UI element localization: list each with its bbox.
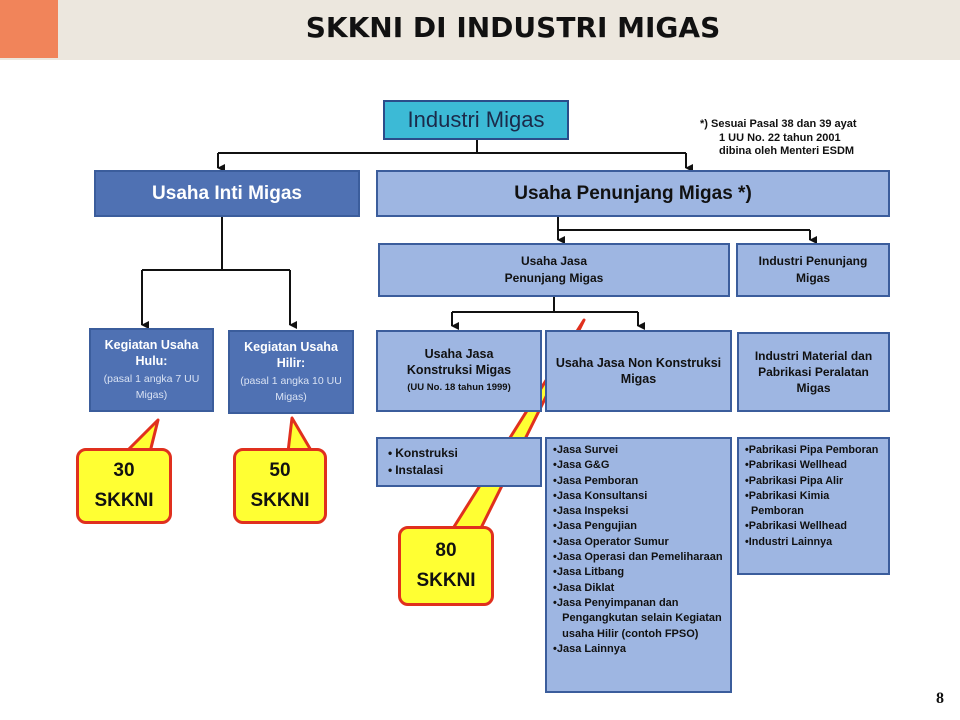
footnote-line: 1 UU No. 22 tahun 2001: [719, 131, 841, 144]
list-item: •Jasa G&G: [553, 459, 610, 472]
page-number: 8: [936, 690, 944, 707]
list-item: •Jasa Pemboran: [553, 474, 639, 487]
node-label: Kegiatan Usaha: [244, 340, 338, 354]
node-label: Usaha Jasa Non Konstruksi: [555, 356, 722, 370]
node-usaha-jasa-konstruksi: Usaha Jasa Konstruksi Migas (UU No. 18 t…: [376, 330, 542, 412]
list-pabrikasi: •Pabrikasi Pipa Pemboran •Pabrikasi Wellh…: [737, 437, 890, 575]
list-item: •Jasa Penyimpanan dan: [553, 596, 679, 609]
node-usaha-penunjang-migas: Usaha Penunjang Migas *): [376, 170, 890, 217]
callout-skkni-hilir: 50 SKKNI: [233, 448, 327, 524]
footnote-line: dibina oleh Menteri ESDM: [719, 145, 855, 157]
list-non-konstruksi: •Jasa Survei •Jasa G&G •Jasa Pemboran •Jasa…: [545, 437, 732, 693]
list-item: •Pabrikasi Wellhead: [745, 459, 847, 472]
node-label: Industri Material dan: [754, 349, 873, 363]
callout-number: 30: [113, 460, 135, 481]
node-label: Konstruksi Migas: [406, 363, 512, 377]
list-item-label: Instalasi: [395, 463, 444, 477]
node-label: Usaha Jasa: [424, 347, 494, 361]
node-label: Usaha Jasa: [520, 254, 588, 268]
node-industri-material: Industri Material dan Pabrikasi Peralata…: [737, 332, 890, 412]
node-label: Migas: [620, 372, 657, 386]
callout-skkni-hulu: 30 SKKNI: [76, 448, 172, 524]
node-usaha-inti-migas: Usaha Inti Migas: [94, 170, 360, 217]
node-label: Migas: [795, 271, 830, 285]
list-item: •Pabrikasi Pipa Alir: [745, 474, 844, 487]
list-item: •Jasa Diklat: [553, 581, 615, 594]
node-reference: (UU No. 18 tahun 1999): [407, 382, 511, 393]
list-item: •Industri Lainnya: [745, 535, 833, 548]
node-label: Pabrikasi Peralatan: [758, 365, 869, 379]
node-industri-migas: Industri Migas: [383, 100, 569, 140]
list-item: •Jasa Pengujian: [553, 520, 637, 533]
node-reference: (pasal 1 angka 10 UU: [240, 375, 342, 387]
callout-label: SKKNI: [416, 570, 476, 591]
node-kegiatan-hulu: Kegiatan Usaha Hulu: (pasal 1 angka 7 UU…: [89, 328, 214, 412]
list-item: Pengangkutan selain Kegiatan: [553, 612, 722, 625]
node-reference: (pasal 1 angka 7 UU: [103, 373, 200, 385]
footnote: *) Sesuai Pasal 38 dan 39 ayat 1 UU No. …: [700, 118, 920, 159]
node-industri-penunjang: Industri Penunjang Migas: [736, 243, 890, 297]
node-label: Hulu:: [135, 354, 168, 368]
callout-label: SKKNI: [94, 490, 154, 511]
list-item: •Jasa Operasi dan Pemeliharaan: [553, 551, 723, 564]
list-item: Pemboran: [745, 505, 804, 518]
list-konstruksi: Konstruksi Instalasi: [376, 437, 542, 487]
callout-pointer-50: [286, 416, 314, 454]
list-item: Instalasi: [388, 462, 534, 479]
footnote-line: *) Sesuai Pasal 38 dan 39 ayat: [700, 118, 857, 130]
callout-number: 80: [435, 540, 457, 561]
node-label: Industri Penunjang: [758, 254, 868, 268]
node-usaha-jasa-penunjang: Usaha Jasa Penunjang Migas: [378, 243, 730, 297]
list-item: •Jasa Survei: [553, 444, 619, 456]
node-label: Industri Migas: [407, 107, 545, 132]
list-item: •Pabrikasi Pipa Pemboran: [745, 444, 879, 456]
list-item: •Jasa Operator Sumur: [553, 535, 669, 548]
callout-skkni-penunjang: 80 SKKNI: [398, 526, 494, 606]
node-label: Penunjang Migas: [504, 271, 604, 285]
node-label: Kegiatan Usaha: [104, 338, 199, 352]
header-accent: [0, 0, 58, 58]
list-item: usaha Hilir (contoh FPSO): [553, 627, 699, 640]
list-item: •Jasa Litbang: [553, 566, 625, 579]
node-label: Hilir:: [276, 356, 306, 370]
header-band: [0, 0, 960, 60]
list-item: •Pabrikasi Kimia: [745, 489, 830, 502]
node-usaha-jasa-non-konstruksi: Usaha Jasa Non Konstruksi Migas: [545, 330, 732, 412]
list-item: •Jasa Inspeksi: [553, 505, 629, 518]
list-item: •Pabrikasi Wellhead: [745, 520, 847, 533]
node-reference: Migas): [275, 391, 307, 403]
node-kegiatan-hilir: Kegiatan Usaha Hilir: (pasal 1 angka 10 …: [228, 330, 354, 414]
node-label: Usaha Penunjang Migas *): [514, 182, 752, 204]
list-item: •Jasa Lainnya: [553, 642, 626, 655]
list-item: Konstruksi: [388, 445, 534, 462]
slide-title: SKKNI DI INDUSTRI MIGAS: [305, 11, 721, 44]
callout-label: SKKNI: [250, 490, 310, 511]
node-reference: Migas): [135, 389, 168, 401]
node-label: Usaha Inti Migas: [152, 182, 302, 204]
node-label: Migas: [796, 381, 831, 395]
callout-number: 50: [269, 460, 291, 481]
list-item: •Jasa Konsultansi: [553, 489, 648, 502]
list-item-label: Konstruksi: [395, 446, 458, 460]
